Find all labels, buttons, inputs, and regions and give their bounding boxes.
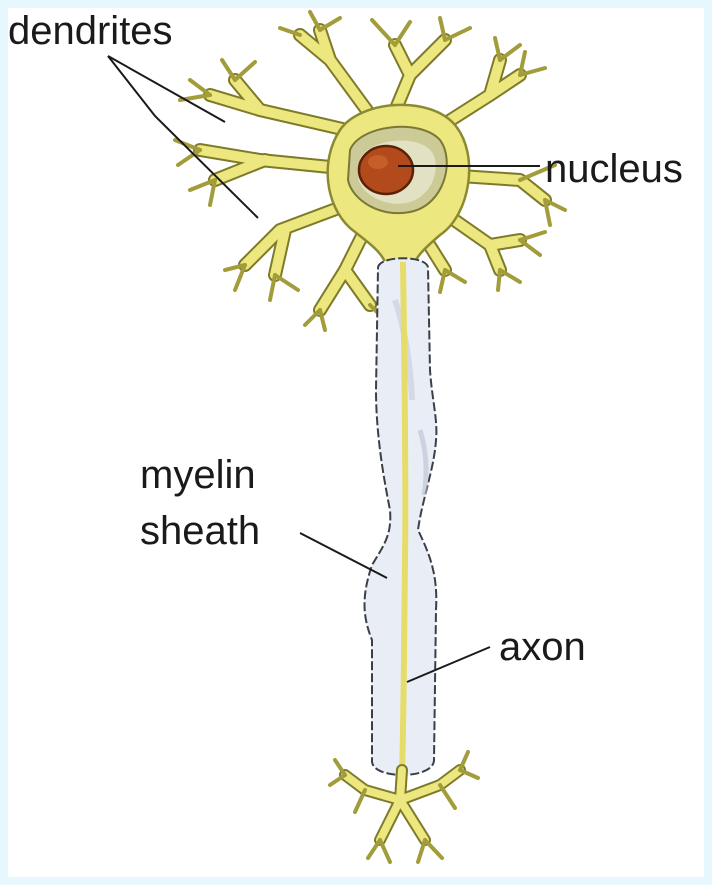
myelin-sheath	[365, 258, 437, 775]
axon-terminal	[330, 752, 478, 862]
nucleus-shape	[359, 146, 413, 194]
cell-body	[328, 105, 470, 262]
axon	[402, 262, 405, 775]
label-axon: axon	[499, 624, 586, 670]
label-nucleus: nucleus	[545, 146, 683, 192]
leader-lines	[108, 56, 540, 682]
label-myelin-line1: myelin	[140, 452, 256, 498]
label-dendrites: dendrites	[8, 8, 173, 54]
label-myelin-line2: sheath	[140, 508, 260, 554]
myelin-leader	[300, 533, 387, 578]
